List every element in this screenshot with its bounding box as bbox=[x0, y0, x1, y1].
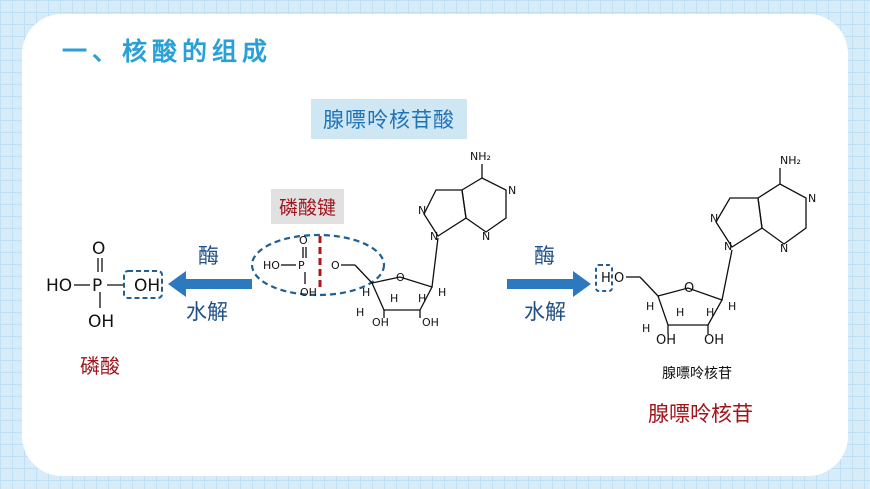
atom-h: H bbox=[642, 322, 650, 335]
atom-h-box: H bbox=[601, 271, 611, 286]
atom-h: H bbox=[728, 300, 736, 313]
atom-o-link: O bbox=[331, 259, 340, 272]
atom-oh-2: OH bbox=[372, 316, 389, 329]
atom-h: H bbox=[676, 306, 684, 319]
atom-oh-bottom: OH bbox=[88, 312, 114, 332]
nucleoside-label: 腺嘌呤核苷 bbox=[648, 402, 753, 426]
atom-n: N bbox=[418, 204, 426, 217]
right-arrow bbox=[507, 271, 591, 297]
atom-oh-3: OH bbox=[422, 316, 439, 329]
page-title: 一、核酸的组成 bbox=[62, 37, 273, 66]
atom-n: N bbox=[508, 184, 516, 197]
atom-n: N bbox=[710, 212, 718, 225]
atom-nh2-right: NH₂ bbox=[780, 154, 801, 167]
atom-h: H bbox=[646, 300, 654, 313]
atom-o-ring-right: O bbox=[684, 281, 694, 296]
hydrolysis-left-label: 水解 bbox=[186, 300, 228, 324]
atom-ho: HO bbox=[46, 276, 72, 296]
phosphoric-acid-label: 磷酸 bbox=[80, 354, 120, 378]
atom-h: H bbox=[390, 292, 398, 305]
atom-n: N bbox=[780, 242, 788, 255]
phosphoric-acid-structure: HO P OH O OH bbox=[46, 239, 163, 332]
atom-nh2: NH₂ bbox=[470, 150, 491, 163]
phosphate-dashed-ellipse bbox=[250, 233, 386, 297]
atom-ho-center: HO bbox=[263, 259, 280, 272]
atom-p: P bbox=[92, 276, 102, 296]
atom-oh-center: OH bbox=[300, 286, 317, 299]
nucleoside-structure: H O O OH OH H H H H H NH₂ N N N N bbox=[595, 154, 816, 348]
atom-h: H bbox=[362, 286, 370, 299]
atom-n: N bbox=[430, 230, 438, 243]
hydrolysis-right-label: 水解 bbox=[524, 300, 566, 324]
atom-p-center: P bbox=[298, 259, 305, 272]
atom-h: H bbox=[438, 286, 446, 299]
atom-h: H bbox=[418, 292, 426, 305]
enzyme-left-label: 酶 bbox=[198, 244, 219, 268]
nucleotide-label: 腺嘌呤核苷酸 bbox=[311, 99, 467, 139]
atom-n: N bbox=[482, 230, 490, 243]
atom-n: N bbox=[808, 192, 816, 205]
atom-o-ring: O bbox=[396, 271, 405, 284]
atom-h: H bbox=[356, 306, 364, 319]
nucleoside-caption: 腺嘌呤核苷 bbox=[662, 366, 732, 382]
h-dashed-box bbox=[595, 264, 613, 292]
atom-o-center: O bbox=[299, 234, 308, 247]
atom-o: O bbox=[92, 239, 105, 259]
oh-dashed-box bbox=[123, 270, 163, 299]
atom-oh: OH bbox=[134, 276, 160, 296]
atom-n: N bbox=[724, 240, 732, 253]
atom-oh-r2: OH bbox=[656, 333, 676, 348]
enzyme-right-label: 酶 bbox=[534, 244, 555, 268]
atom-o-right: O bbox=[614, 271, 624, 286]
atom-h: H bbox=[706, 306, 714, 319]
left-arrow bbox=[168, 271, 252, 297]
phosphodiester-bond-label: 磷酸键 bbox=[271, 189, 345, 224]
atom-oh-r3: OH bbox=[704, 333, 724, 348]
content-card bbox=[22, 14, 848, 476]
nucleotide-structure: HO P O OH O O OH OH H H H H H NH₂ N N N … bbox=[250, 150, 516, 329]
